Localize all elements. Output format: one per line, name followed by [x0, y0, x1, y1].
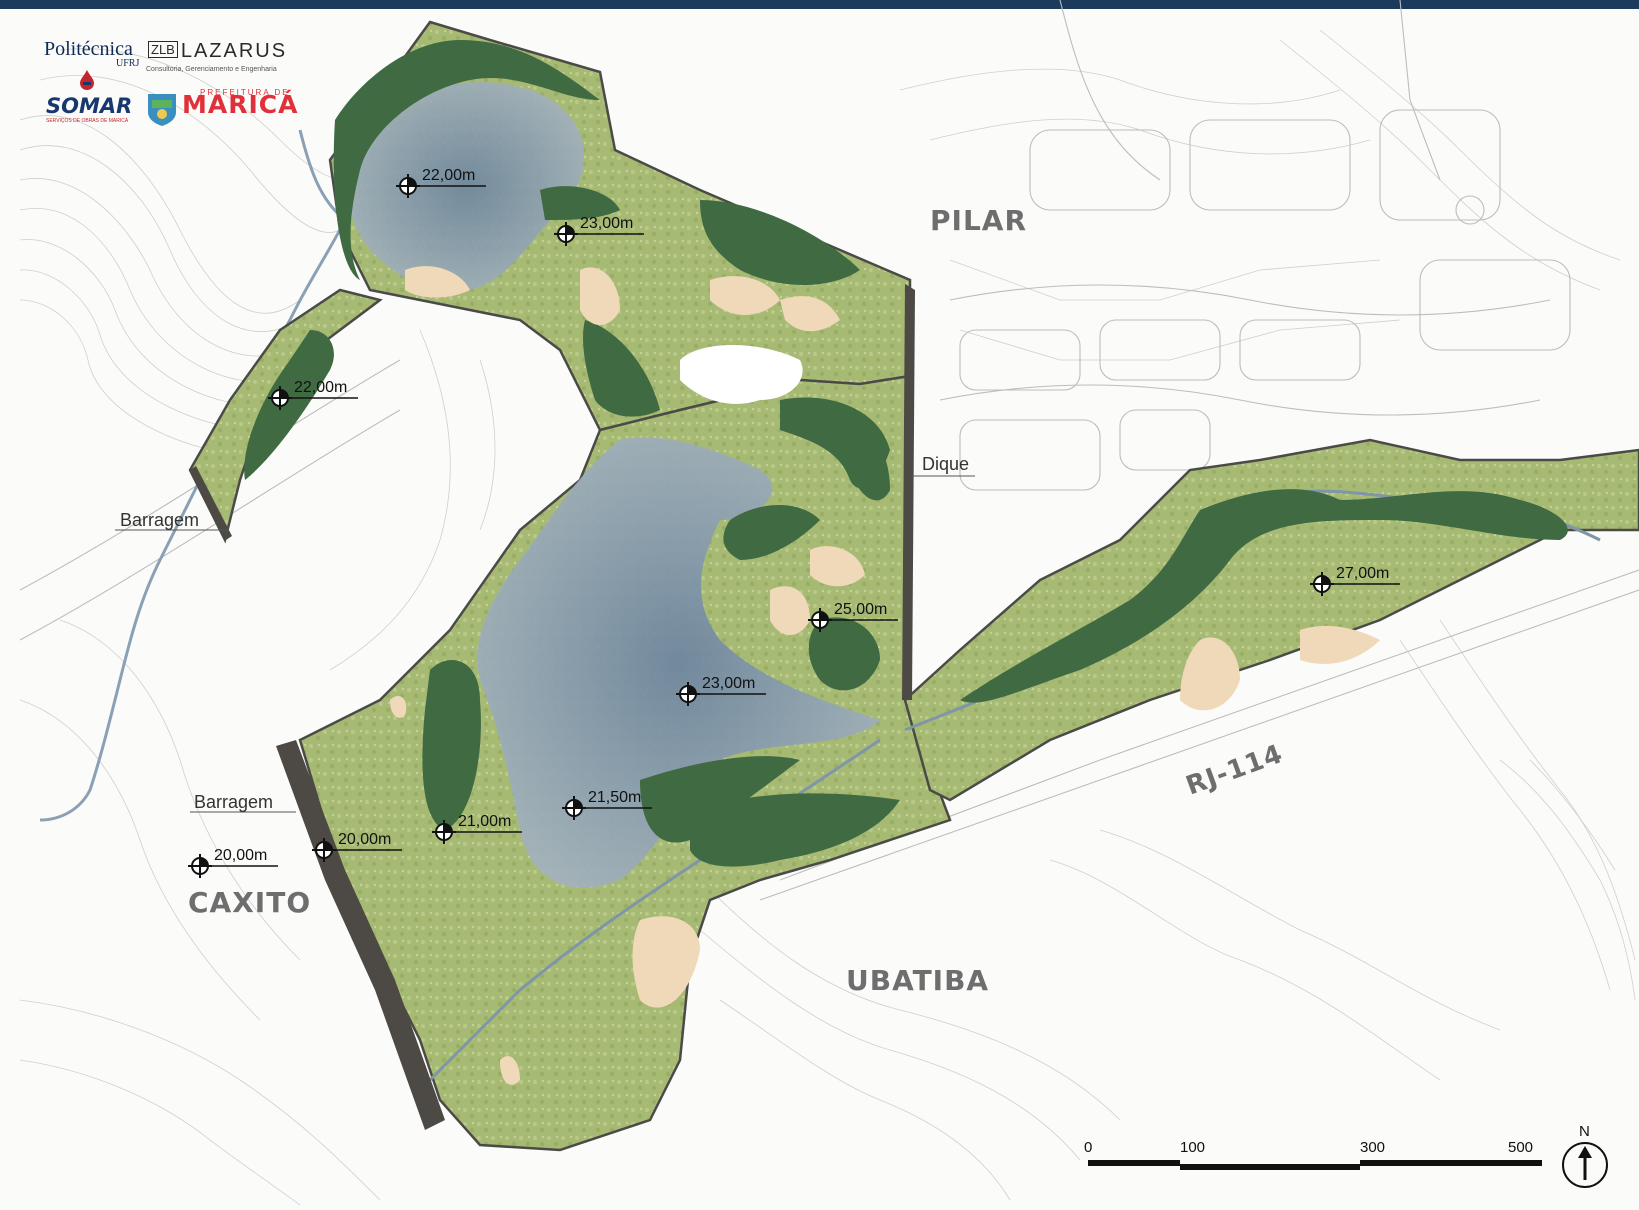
label-dique: Dique: [922, 454, 969, 474]
benchmark-fill: [574, 800, 582, 808]
benchmark-fill: [200, 858, 208, 866]
north-arrow-icon: N: [1562, 1123, 1608, 1188]
benchmark-fill: [1322, 576, 1330, 584]
elevation-marker-park-west: 21,00m: [432, 813, 522, 844]
place-ubatiba: UBATIBA: [846, 964, 989, 997]
top-bar: [0, 0, 1639, 9]
pond: [680, 345, 803, 404]
logo-politecnica: Politécnica UFRJ: [44, 38, 139, 69]
benchmark-fill: [820, 612, 828, 620]
label-barragem-north: Barragem: [120, 510, 199, 530]
terrain-contours: [19, 29, 1636, 1206]
logo-lazarus-text: LAZARUS: [180, 40, 288, 62]
elevation-label: 21,50m: [588, 789, 641, 806]
urban-grid: [19, 0, 1639, 901]
dense-vegetation: [244, 40, 1568, 867]
scale-tick-0: 0: [1084, 1139, 1092, 1156]
scale-tick-500: 500: [1508, 1139, 1533, 1156]
benchmark-fill: [280, 390, 288, 398]
scale-tick-100: 100: [1180, 1139, 1205, 1156]
elevation-label: 27,00m: [1336, 565, 1389, 582]
elevation-marker-east-park: 27,00m: [1310, 565, 1400, 596]
elevation-label: 22,00m: [422, 167, 475, 184]
elevation-label: 20,00m: [214, 847, 267, 864]
elevation-marker-top-lake: 22,00m: [396, 167, 486, 198]
elevation-marker-caxito: 20,00m: [188, 847, 278, 878]
sand-areas: [390, 266, 1380, 1085]
benchmark-fill: [324, 842, 332, 850]
dam-walls: [190, 284, 915, 1130]
place-caxito: CAXITO: [188, 886, 311, 919]
logo-politecnica-text: Politécnica: [44, 38, 133, 60]
park-east-corridor: [903, 438, 1639, 802]
road-rj114: RJ-114: [1182, 739, 1287, 802]
lake-south: [477, 437, 880, 888]
elevation-marker-west-strip: 22,00m: [268, 379, 358, 410]
marica-crest-icon: [148, 94, 176, 126]
benchmark-fill: [444, 824, 452, 832]
scale-tick-300: 300: [1360, 1139, 1385, 1156]
elevation-label: 20,00m: [338, 831, 391, 848]
logo-ufrj-text: UFRJ: [116, 58, 140, 69]
scale-bar: 0 100 300 500: [1084, 1139, 1542, 1170]
elevation-marker-east-mid: 25,00m: [808, 601, 898, 632]
logo-somar-subtitle: SERVIÇOS DE OBRAS DE MARICÁ: [46, 118, 129, 124]
benchmark-fill: [408, 178, 416, 186]
elevation-label: 23,00m: [580, 215, 633, 232]
elevation-label: 25,00m: [834, 601, 887, 618]
north-label: N: [1579, 1123, 1590, 1140]
somar-drop-icon: [80, 70, 94, 90]
logo-somar: SOMAR: [46, 94, 133, 118]
logo-prefeitura-text: PREFEITURA DE: [200, 88, 290, 97]
elevation-label: 22,00m: [294, 379, 347, 396]
label-barragem-south: Barragem: [194, 792, 273, 812]
logo-lazarus-mark: ZLB: [148, 41, 178, 58]
benchmark-fill: [566, 226, 574, 234]
elevation-marker-dam-south: 20,00m: [312, 831, 402, 862]
logo-marica: MARICÁ: [182, 90, 299, 119]
elevation-marker-lake-south: 21,50m: [562, 789, 652, 820]
logo-lazarus-subtitle: Consultoria, Gerenciamento e Engenharia: [146, 66, 277, 73]
park-west-strip: [188, 288, 383, 544]
elevation-label: 23,00m: [702, 675, 755, 692]
dam-north: [190, 466, 232, 540]
benchmark-fill: [688, 686, 696, 694]
elevation-label: 21,00m: [458, 813, 511, 830]
elevation-marker-top-east: 23,00m: [554, 215, 644, 246]
elevation-marker-central: 23,00m: [676, 675, 766, 706]
place-pilar: PILAR: [930, 204, 1027, 237]
label-leaders: [115, 475, 975, 813]
dike: [902, 284, 915, 700]
elevation-markers: 22,00m 23,00m 22,00m 25,00m 23,00m 21,50m 21,0…: [188, 167, 1400, 878]
dam-south: [276, 740, 445, 1130]
